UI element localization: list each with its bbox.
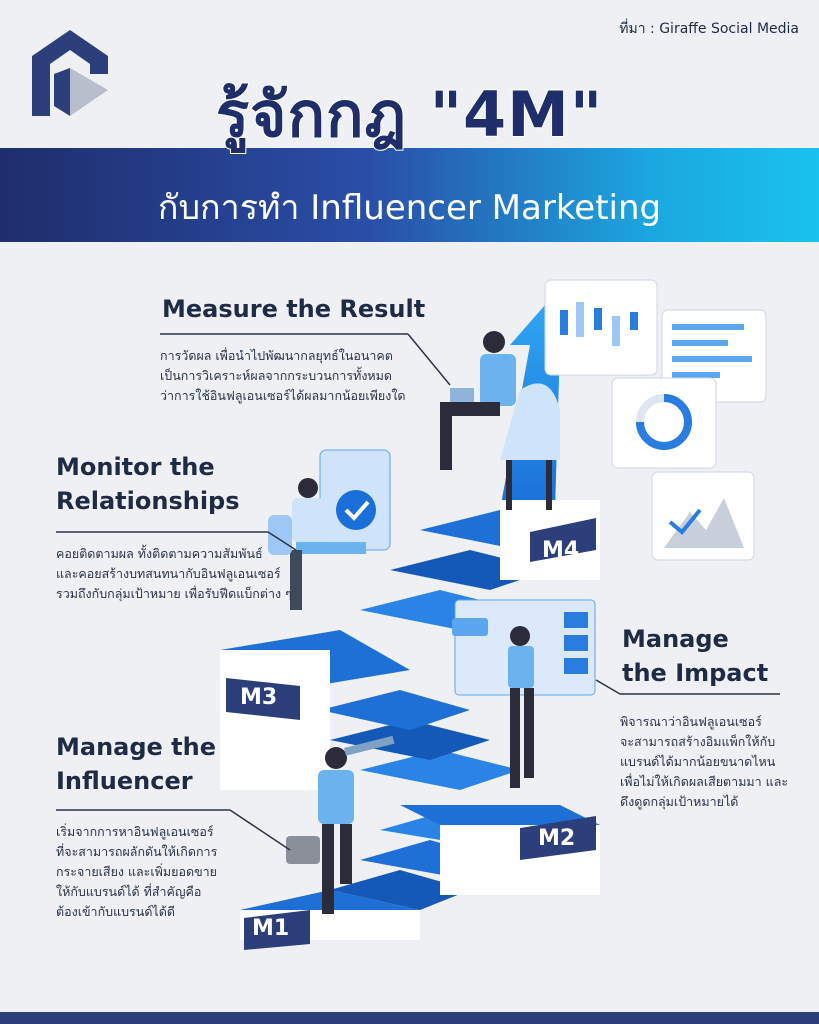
person-chair [440,331,560,510]
donut-card [611,377,717,469]
brand-logo [32,30,108,116]
m1-description: เริ่มจากการหาอินฟลูเอนเซอร์ ที่จะสามารถผ… [56,824,218,919]
tag-m1 [244,910,310,950]
m4-description: การวัดผล เพื่อนำไปพัฒนากลยุทธ์ในอนาคต เป… [160,348,406,403]
page-title: รู้จักกฎ "4M" [215,77,604,152]
m1-heading: Manage the Influencer [56,733,217,795]
person-telescope [286,735,395,914]
person-monitor [268,449,391,610]
staircase-illustration [56,279,780,950]
tag-m4-label: M4 [542,538,580,563]
area-card [651,471,755,561]
tag-m1-label: M1 [252,916,290,941]
tag-m2 [520,816,596,860]
tag-m3 [226,678,300,720]
tag-m2-label: M2 [538,826,576,851]
m2-heading: Manage the Impact [622,625,769,687]
source-credit: ที่มา : Giraffe Social Media [619,21,799,37]
m3-heading: Monitor the Relationships [56,453,240,515]
tag-m4 [530,518,596,562]
m2-description: พิจารณาว่าอินฟลูเอนเซอร์ จะสามารถสร้างอิ… [620,714,789,809]
footer-bar [0,1012,819,1024]
person-video [452,599,596,788]
title-band [0,148,819,242]
candlestick-card [544,279,658,376]
m4-heading: Measure the Result [162,295,426,323]
tag-m3-label: M3 [240,685,278,710]
page-subtitle: กับการทำ Influencer Marketing [157,188,662,228]
m3-description: คอยติดตามผล ทั้งติดตามความสัมพันธ์ และคอ… [56,546,292,601]
